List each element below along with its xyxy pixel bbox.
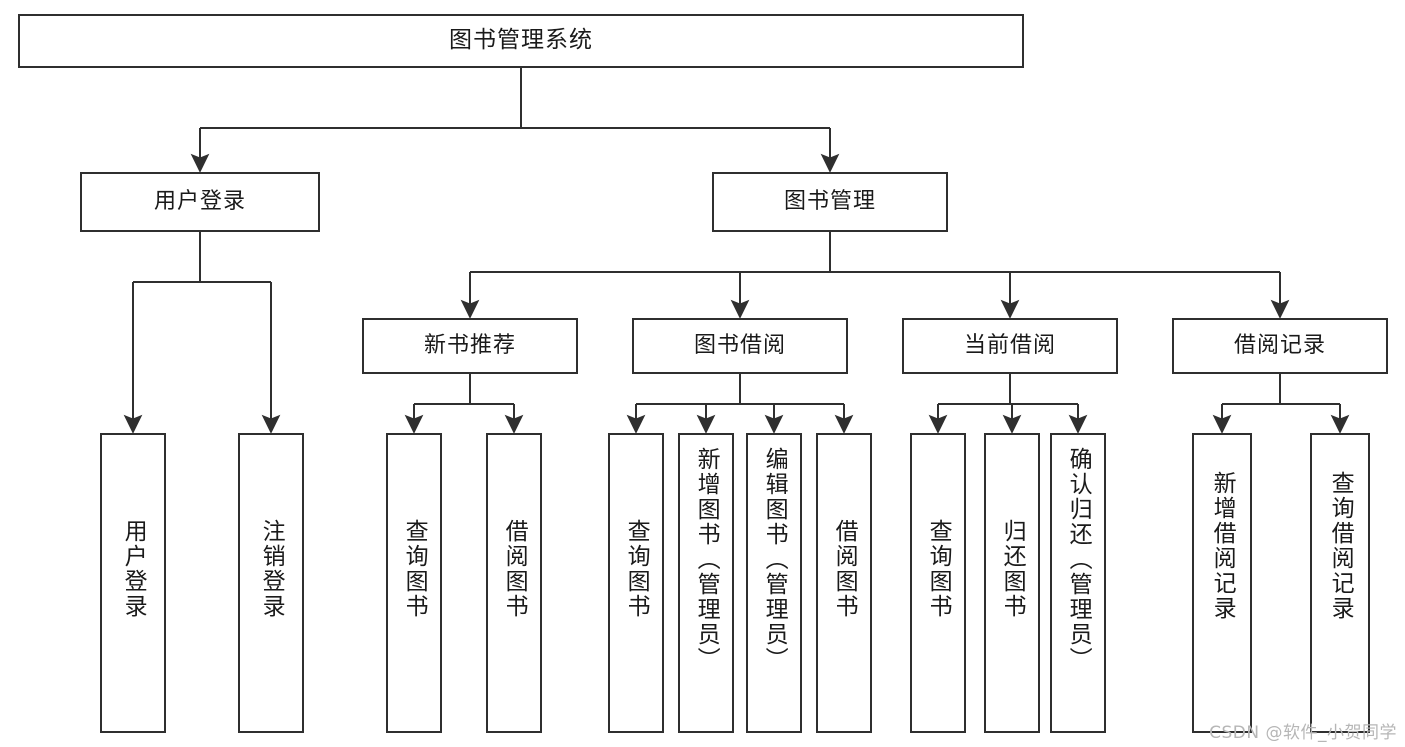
node-leaf-borrow-book-1[interactable]: 借阅图书: [486, 433, 542, 733]
node-label: 确认归还（管理员）: [1065, 447, 1092, 672]
node-label: 图书管理: [783, 188, 876, 214]
node-leaf-confirm-return[interactable]: 确认归还（管理员）: [1050, 433, 1106, 733]
watermark-credit: CSDN @软件_小贺同学: [1209, 723, 1397, 743]
node-leaf-query-book-1[interactable]: 查询图书: [386, 433, 442, 733]
node-label: 注销登录: [258, 519, 285, 619]
node-label: 新书推荐: [423, 332, 516, 358]
node-label: 借阅图书: [831, 519, 858, 619]
node-leaf-edit-book[interactable]: 编辑图书（管理员）: [746, 433, 802, 733]
node-leaf-add-record[interactable]: 新增借阅记录: [1192, 433, 1252, 733]
node-label: 新增借阅记录: [1209, 471, 1236, 621]
node-leaf-user-login[interactable]: 用户登录: [100, 433, 166, 733]
node-leaf-query-record[interactable]: 查询借阅记录: [1310, 433, 1370, 733]
node-label: 图书借阅: [693, 332, 786, 358]
node-label: 查询图书: [925, 519, 952, 619]
node-leaf-query-book-3[interactable]: 查询图书: [910, 433, 966, 733]
node-leaf-return-book[interactable]: 归还图书: [984, 433, 1040, 733]
node-leaf-query-book-2[interactable]: 查询图书: [608, 433, 664, 733]
node-book-borrow[interactable]: 图书借阅: [632, 318, 848, 374]
node-label: 图书管理系统: [449, 27, 593, 54]
node-label: 查询图书: [401, 519, 428, 619]
node-leaf-add-book[interactable]: 新增图书（管理员）: [678, 433, 734, 733]
node-user-login[interactable]: 用户登录: [80, 172, 320, 232]
node-label: 查询借阅记录: [1327, 471, 1354, 621]
node-label: 查询图书: [623, 519, 650, 619]
node-leaf-borrow-book-2[interactable]: 借阅图书: [816, 433, 872, 733]
edge-group: [123, 68, 1350, 434]
node-label: 归还图书: [999, 519, 1026, 619]
node-leaf-user-logout[interactable]: 注销登录: [238, 433, 304, 733]
node-borrow-record[interactable]: 借阅记录: [1172, 318, 1388, 374]
node-new-book-rec[interactable]: 新书推荐: [362, 318, 578, 374]
node-label: 用户登录: [120, 519, 147, 619]
node-label: 新增图书（管理员）: [693, 447, 720, 672]
node-label: 借阅记录: [1233, 332, 1326, 358]
node-label: 编辑图书（管理员）: [761, 447, 788, 672]
node-root[interactable]: 图书管理系统: [18, 14, 1024, 68]
node-label: 用户登录: [153, 188, 246, 214]
node-label: 当前借阅: [963, 332, 1056, 358]
node-label: 借阅图书: [501, 519, 528, 619]
node-book-manage[interactable]: 图书管理: [712, 172, 948, 232]
node-current-borrow[interactable]: 当前借阅: [902, 318, 1118, 374]
